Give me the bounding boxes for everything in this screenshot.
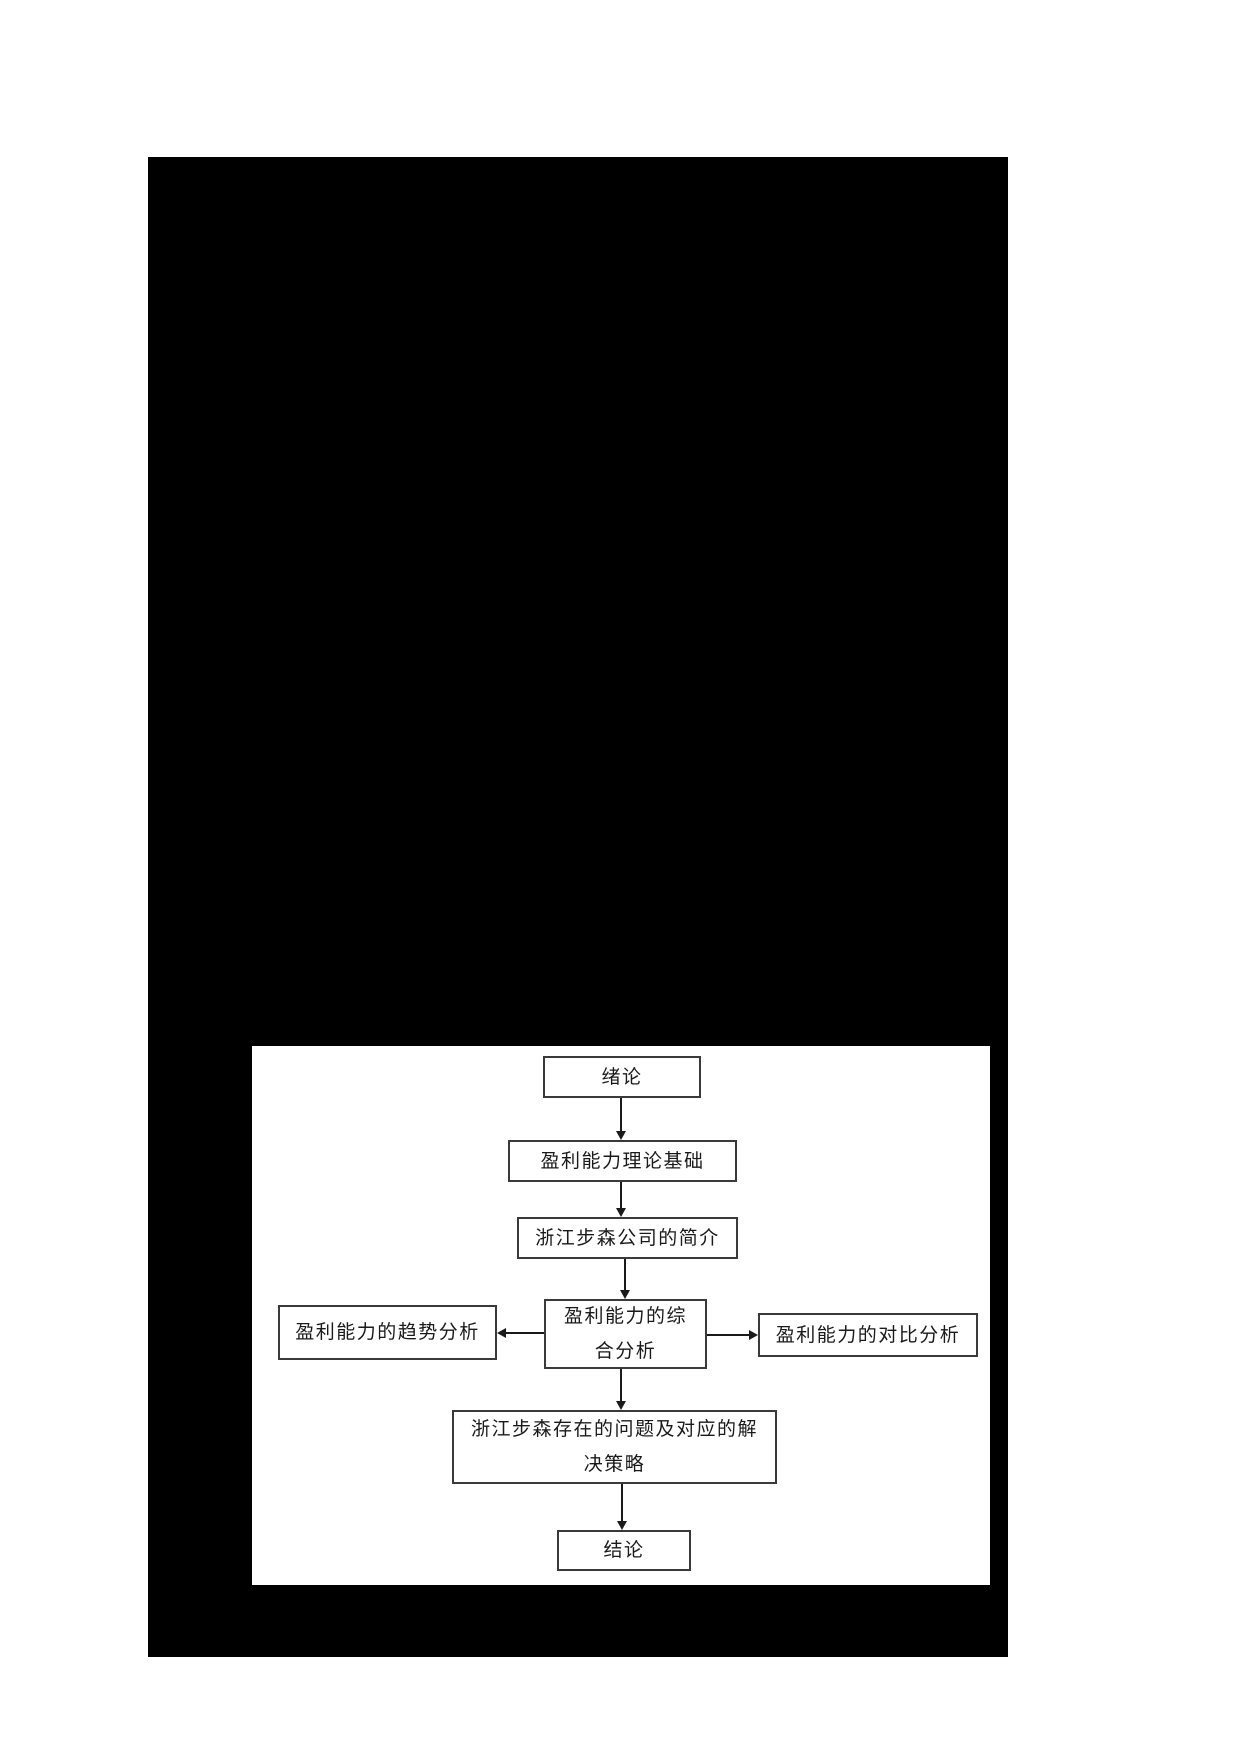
arrow-shaft [621, 1484, 623, 1523]
arrow-comprehensive-to-comparison [707, 1329, 758, 1341]
arrow-down-icon [620, 1290, 630, 1299]
flow-node-problems-line1: 浙江步森存在的问题及对应的解 [470, 1419, 758, 1440]
flow-node-conclusion-label: 结论 [603, 1540, 645, 1561]
flow-node-problems: 浙江步森存在的问题及对应的解 决策略 [452, 1410, 777, 1484]
arrow-comprehensive-to-trend [497, 1327, 544, 1339]
arrow-down-icon [616, 1208, 626, 1217]
flow-node-comprehensive-line1: 盈利能力的综 [563, 1306, 687, 1327]
flow-node-problems-line2: 决策略 [583, 1454, 646, 1475]
arrow-shaft [707, 1334, 751, 1336]
flow-node-comparison-label: 盈利能力的对比分析 [775, 1324, 961, 1346]
arrow-company-to-comprehensive [619, 1259, 631, 1299]
arrow-down-icon [617, 1521, 627, 1530]
flow-node-introduction: 绪论 [543, 1056, 701, 1098]
flow-node-trend-label: 盈利能力的趋势分析 [295, 1322, 480, 1343]
flow-node-comprehensive: 盈利能力的综 合分析 [544, 1299, 707, 1369]
figure-black-area: 绪论 盈利能力理论基础 浙江步森公司的简介 盈利能力的趋势分析 [148, 157, 1008, 1657]
arrow-shaft [504, 1332, 544, 1334]
arrow-introduction-to-theory [615, 1098, 627, 1140]
flow-node-company: 浙江步森公司的简介 [517, 1217, 738, 1259]
flow-node-company-label: 浙江步森公司的简介 [535, 1227, 720, 1249]
arrow-shaft [620, 1182, 622, 1210]
arrow-problems-to-conclusion [616, 1484, 628, 1530]
flow-node-comprehensive-line2: 合分析 [594, 1341, 657, 1362]
arrow-shaft [620, 1098, 622, 1133]
flow-node-comparison: 盈利能力的对比分析 [758, 1313, 978, 1357]
flowchart-panel: 绪论 盈利能力理论基础 浙江步森公司的简介 盈利能力的趋势分析 [252, 1046, 990, 1585]
arrow-right-icon [749, 1330, 758, 1340]
arrow-comprehensive-to-problems [615, 1369, 627, 1410]
flow-node-theory-label: 盈利能力理论基础 [540, 1150, 705, 1172]
arrow-down-icon [616, 1131, 626, 1140]
flow-node-trend: 盈利能力的趋势分析 [278, 1305, 497, 1360]
arrow-theory-to-company [615, 1182, 627, 1217]
arrow-shaft [620, 1369, 622, 1403]
arrow-down-icon [616, 1401, 626, 1410]
arrow-shaft [624, 1259, 626, 1292]
flow-node-introduction-label: 绪论 [601, 1066, 643, 1088]
flow-node-theory: 盈利能力理论基础 [508, 1140, 737, 1182]
flow-node-conclusion: 结论 [557, 1530, 691, 1571]
arrow-left-icon [497, 1328, 506, 1338]
